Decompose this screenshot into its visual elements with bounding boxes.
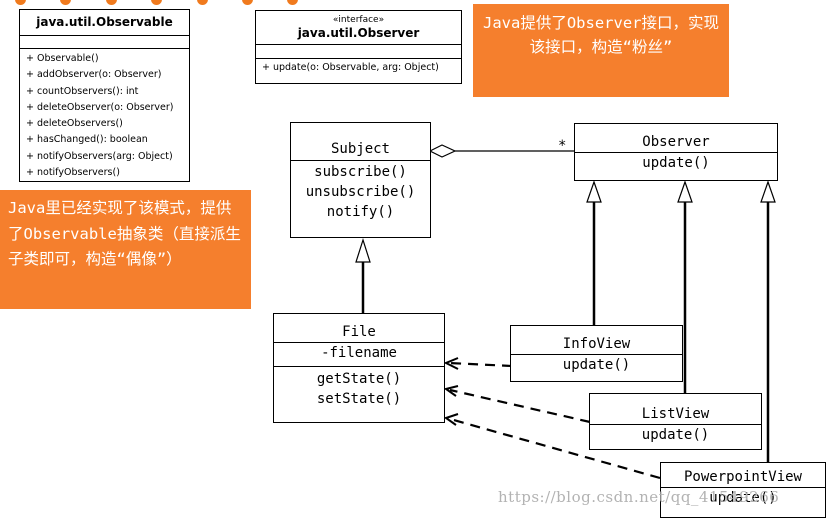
observable-class-title: java.util.Observable	[36, 15, 173, 29]
observer-interface-attributes-section	[256, 44, 461, 58]
observable-class-box: java.util.Observable + Observable() + ad…	[19, 9, 190, 182]
top-dot-1	[15, 0, 26, 5]
aggregation-diamond	[428, 144, 457, 158]
observer-method: update()	[642, 155, 710, 171]
infoview-class-title: InfoView	[562, 336, 631, 352]
file-field: -filename	[321, 345, 397, 361]
listview-method: update()	[641, 427, 710, 443]
ppt-inherit-arrow	[760, 180, 776, 203]
observable-method: + countObservers(): int	[26, 85, 139, 97]
infoview-methods-section: update()	[511, 354, 682, 375]
subject-method: notify()	[326, 204, 395, 220]
file-inherit-arrow	[355, 238, 371, 263]
infoview-dependency-line	[448, 361, 513, 368]
file-fields-section: -filename	[274, 342, 444, 366]
subject-class-title: Subject	[330, 141, 390, 157]
infoview-inherit-arrow	[586, 180, 602, 203]
infoview-class-box: InfoView update()	[510, 325, 683, 382]
top-dot-4	[151, 0, 162, 5]
observable-method: + notifyObservers(arg: Object)	[26, 150, 173, 162]
observer-interface-title: java.util.Observer	[297, 26, 420, 40]
listview-class-box: ListView update()	[589, 393, 762, 450]
top-dot-3	[106, 0, 117, 5]
top-dot-5	[197, 0, 208, 5]
powerpointview-class-title: PowerpointView	[683, 469, 802, 485]
top-dot-6	[242, 0, 253, 5]
subject-methods-section: subscribe() unsubscribe() notify()	[291, 160, 430, 222]
observable-method: + deleteObserver(o: Observer)	[26, 101, 174, 113]
file-class-title: File	[342, 324, 376, 340]
observable-method: + Observable()	[26, 53, 99, 64]
observer-methods-section: update()	[575, 152, 777, 173]
observable-method: + addObserver(o: Observer)	[26, 69, 162, 81]
infoview-dependency-arrow	[443, 357, 459, 370]
ppt-dependency-arrow	[443, 413, 459, 426]
subject-method: unsubscribe()	[305, 184, 416, 200]
top-dot-2	[60, 0, 71, 5]
observable-attributes-section	[20, 35, 189, 48]
file-methods-section: getState() setState()	[274, 366, 444, 409]
observable-methods-section: + Observable() + addObserver(o: Observer…	[20, 48, 189, 181]
observer-class-title: Observer	[642, 134, 710, 150]
file-method: setState()	[316, 391, 402, 407]
powerpointview-methods-section: update()	[661, 487, 825, 508]
listview-dependency-line	[449, 388, 591, 424]
observer-interface-methods-section: + update(o: Observable, arg: Object)	[256, 58, 461, 77]
watermark-text: https://blog.csdn.net/qq_41549266	[498, 488, 780, 506]
file-class-box: File -filename getState() setState()	[273, 313, 445, 423]
subject-method: subscribe()	[314, 164, 407, 180]
observer-class-box: Observer update()	[574, 123, 778, 181]
listview-inherit-arrow	[677, 180, 693, 203]
multiplicity-label: *	[558, 138, 566, 154]
powerpointview-class-box: PowerpointView update()	[660, 462, 826, 518]
observable-method: + notifyObservers()	[26, 167, 120, 179]
observable-method: + deleteObservers()	[26, 118, 123, 130]
listview-methods-section: update()	[590, 424, 761, 445]
observer-interface-stereotype: «interface»	[332, 15, 385, 25]
powerpointview-method: update()	[709, 490, 777, 506]
observable-callout: Java里已经实现了该模式，提供了Observable抽象类（直接派生子类即可，…	[0, 190, 251, 309]
top-dot-7	[287, 0, 298, 5]
subject-class-box: Subject subscribe() unsubscribe() notify…	[290, 122, 431, 238]
listview-dependency-arrow	[443, 385, 459, 397]
listview-class-title: ListView	[641, 406, 710, 422]
infoview-method: update()	[562, 357, 631, 373]
observable-method: + hasChanged(): boolean	[26, 134, 148, 146]
observer-callout: Java提供了Observer接口，实现该接口，构造“粉丝”	[473, 4, 729, 97]
observer-interface-method: + update(o: Observable, arg: Object)	[262, 62, 439, 73]
ppt-dependency-line	[449, 417, 661, 480]
observer-interface-box: «interface» java.util.Observer + update(…	[255, 10, 462, 84]
file-method: getState()	[316, 371, 402, 387]
